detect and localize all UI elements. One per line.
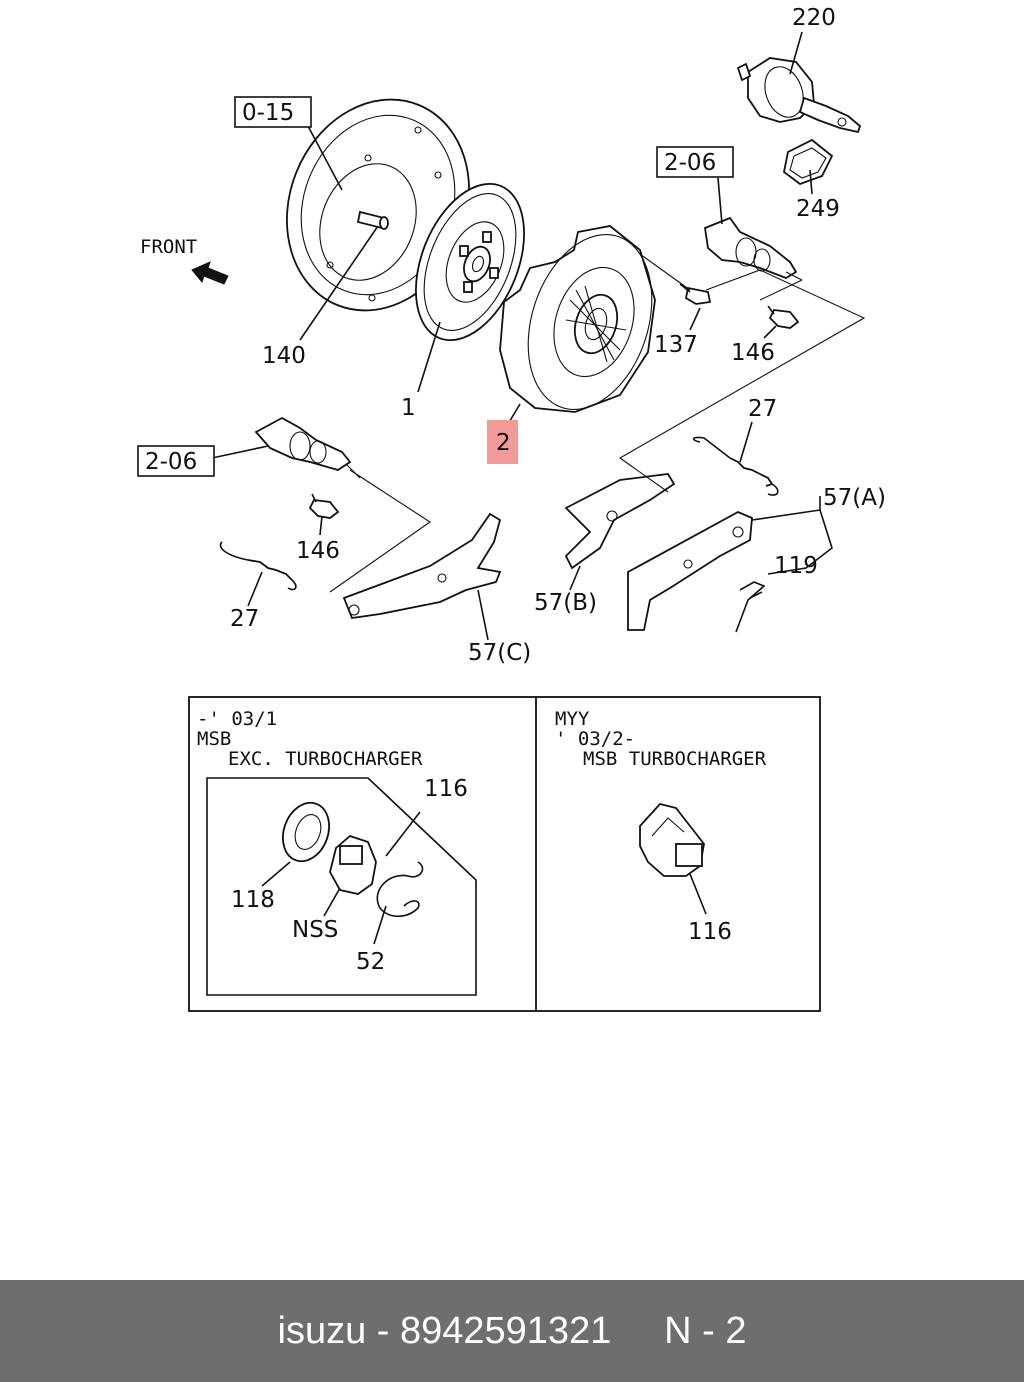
seal-118 bbox=[282, 801, 330, 863]
inset-right-line2: ' 03/2- bbox=[555, 728, 635, 750]
clutch-booster bbox=[736, 57, 862, 134]
leader-lines bbox=[211, 31, 866, 641]
callout-57b: 57(B) bbox=[534, 590, 597, 616]
release-fork-57c bbox=[342, 512, 502, 619]
footer-part-number: isuzu - 8942591321 N - 2 bbox=[277, 1310, 747, 1352]
callout-1: 1 bbox=[401, 395, 416, 421]
inset-left-callout-52: 52 bbox=[356, 949, 385, 975]
callout-249: 249 bbox=[796, 196, 840, 222]
variant-inset bbox=[188, 696, 821, 1012]
bolt-146-top bbox=[767, 305, 800, 329]
clip-52 bbox=[376, 861, 424, 918]
callout-box-206-top bbox=[656, 146, 734, 178]
inset-left-line1: -' 03/1 bbox=[197, 708, 277, 730]
inset-left-callout-nss: NSS bbox=[292, 917, 338, 943]
gasket bbox=[783, 138, 834, 186]
inset-right-callout-116: 116 bbox=[688, 919, 732, 945]
callout-137: 137 bbox=[654, 332, 698, 358]
front-arrow-icon bbox=[191, 261, 229, 285]
callout-box-206-left bbox=[137, 445, 215, 477]
inset-right-line1: MYY bbox=[555, 708, 590, 730]
slave-cylinder-top bbox=[704, 216, 803, 281]
callout-2-06-top: 2-06 bbox=[664, 150, 716, 176]
callout-2-06-left: 2-06 bbox=[145, 449, 197, 475]
bolt-137 bbox=[679, 283, 712, 305]
callout-57c: 57(C) bbox=[468, 640, 531, 666]
front-label: FRONT bbox=[140, 236, 197, 258]
clutch-cover bbox=[499, 225, 656, 413]
callout-2: 2 bbox=[496, 430, 511, 456]
inset-left-subframe bbox=[206, 777, 477, 996]
callout-0-15: 0-15 bbox=[242, 100, 294, 126]
footer-bar: isuzu - 8942591321 N - 2 bbox=[0, 1280, 1024, 1382]
callout-140: 140 bbox=[262, 343, 306, 369]
callout-220: 220 bbox=[792, 5, 836, 31]
callout-146-top: 146 bbox=[731, 340, 775, 366]
parts-diagram: 220 0-15 2-06 249 FRONT 137 146 140 1 2 … bbox=[137, 5, 886, 1012]
inset-left-line2: MSB bbox=[197, 728, 231, 750]
clutch-disc bbox=[415, 182, 525, 342]
release-bearing-116-right bbox=[639, 802, 705, 877]
spring-27-left bbox=[219, 541, 297, 591]
inset-left-callout-116: 116 bbox=[424, 776, 468, 802]
spring-27-top bbox=[692, 436, 779, 496]
callout-146-left: 146 bbox=[296, 538, 340, 564]
callout-119: 119 bbox=[774, 553, 818, 579]
callout-box-015 bbox=[234, 96, 312, 128]
slave-cylinder-left bbox=[254, 416, 361, 479]
callout-27-top: 27 bbox=[748, 396, 777, 422]
clip-119 bbox=[735, 581, 766, 633]
release-fork-57a bbox=[627, 511, 753, 631]
inset-left-callout-118: 118 bbox=[231, 887, 275, 913]
highlight-box bbox=[487, 420, 518, 464]
callout-27-left: 27 bbox=[230, 606, 259, 632]
callout-57a: 57(A) bbox=[823, 485, 886, 511]
inset-left-line3: EXC. TURBOCHARGER bbox=[228, 748, 423, 770]
release-bearing-116-left bbox=[329, 834, 377, 895]
release-fork-57b bbox=[564, 473, 676, 570]
inset-right-line3: MSB TURBOCHARGER bbox=[583, 748, 767, 770]
bolt-146-left bbox=[308, 493, 340, 519]
